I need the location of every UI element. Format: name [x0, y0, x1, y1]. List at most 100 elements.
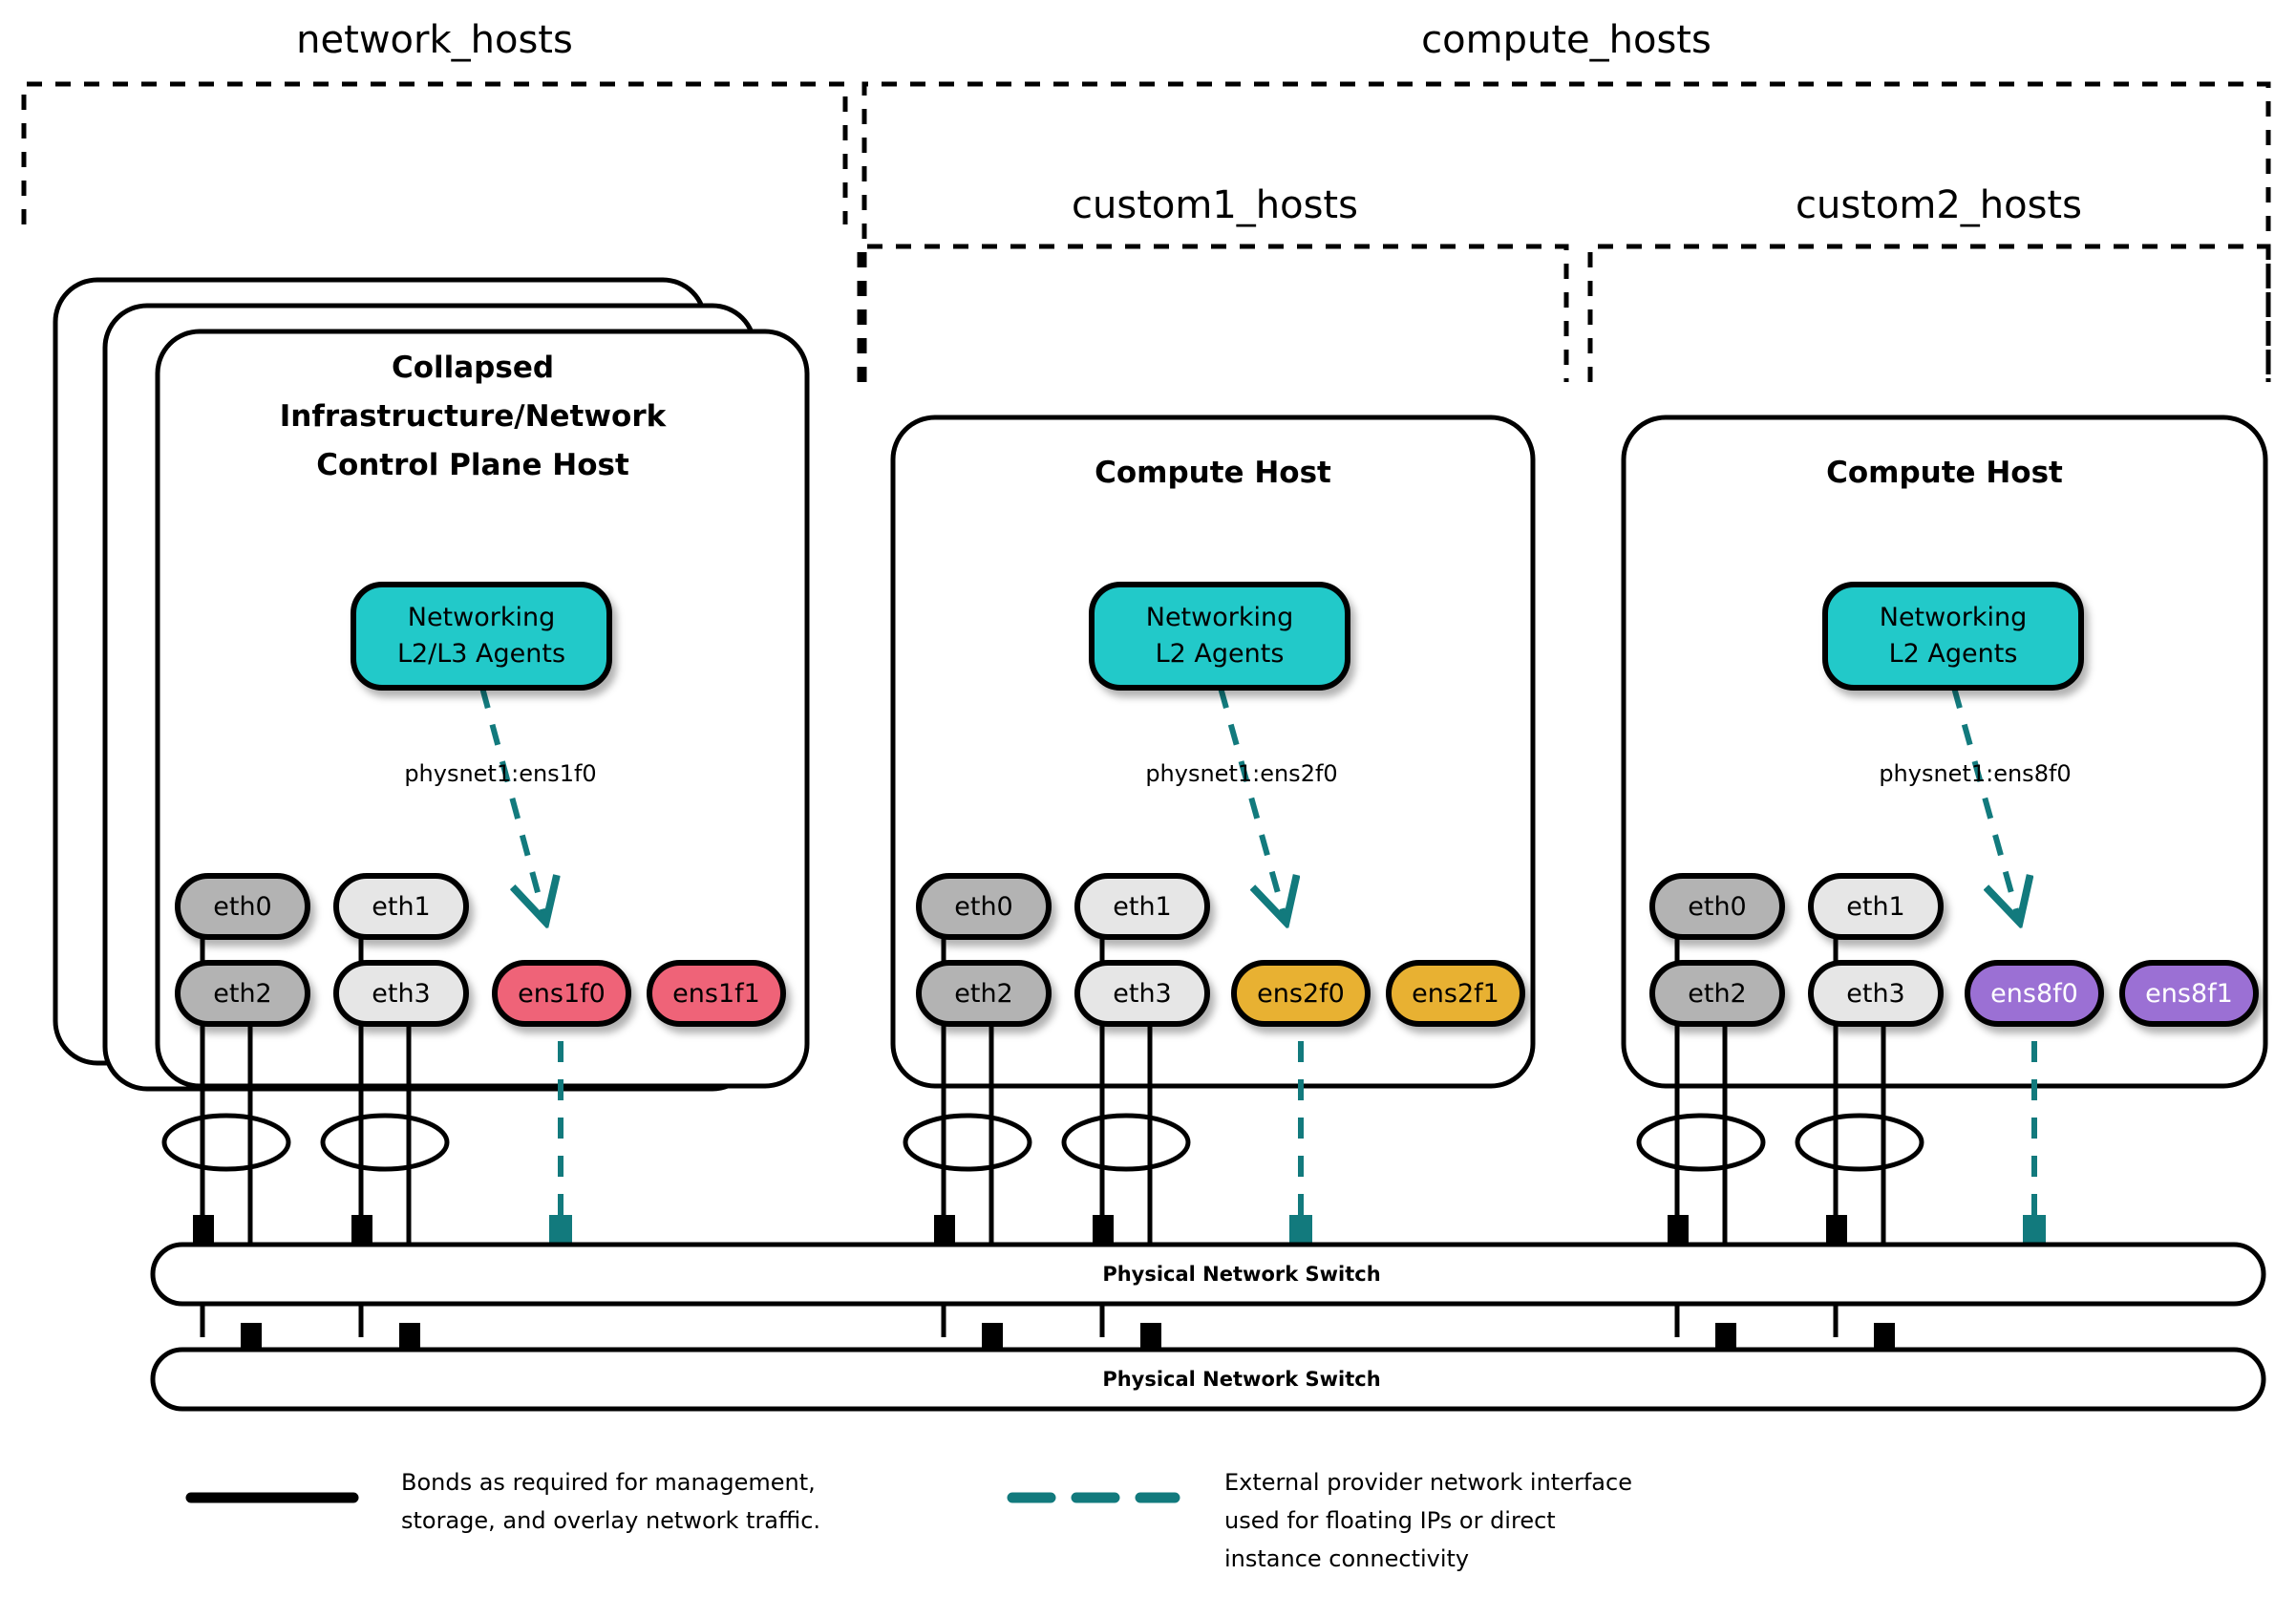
physical-network-switch-top[interactable]: Physical Network Switch — [150, 1242, 2266, 1307]
nic-label: ens8f1 — [2145, 979, 2233, 1009]
host-title-line-1: Compute Host — [1095, 456, 1331, 490]
host-card-front — [890, 415, 1536, 1089]
nic-eth2[interactable]: eth2 — [916, 960, 1052, 1027]
external-link-agent-to-nic — [1951, 687, 2018, 917]
host-control-plane-host: Collapsed Infrastructure/Network Control… — [53, 277, 810, 1355]
nic-eth1[interactable]: eth1 — [1074, 873, 1210, 940]
bond-ellipse-2 — [320, 1113, 450, 1172]
nic-eth0[interactable]: eth0 — [175, 873, 310, 940]
legend-external-line-1: External provider network interface — [1224, 1469, 1632, 1496]
nic-label: ens2f1 — [1412, 979, 1499, 1009]
nic-shape — [1074, 960, 1210, 1027]
nic-eth2[interactable]: eth2 — [175, 960, 310, 1027]
nic-label: eth0 — [1688, 892, 1747, 922]
nic-ens2f0[interactable]: ens2f0 — [1231, 960, 1371, 1027]
nic-shape — [1649, 960, 1785, 1027]
switch-label: Physical Network Switch — [1102, 1263, 1380, 1286]
host-title-line-3: Control Plane Host — [316, 448, 629, 482]
nic-ens8f0[interactable]: ens8f0 — [1965, 960, 2104, 1027]
group-custom2-hosts: custom2_hosts — [1587, 183, 2271, 382]
agent-node-shape — [1822, 582, 2084, 691]
bond-ellipse-2 — [1795, 1113, 1924, 1172]
group-outline-custom2-hosts — [1587, 244, 2271, 382]
legend-bond-line-1: Bonds as required for management, — [401, 1469, 816, 1496]
physnet-label: physnet1:ens2f0 — [1145, 760, 1337, 787]
switch-bar-shape — [150, 1347, 2266, 1412]
group-compute-hosts: compute_hosts — [861, 18, 2271, 382]
agent-node-shape — [1089, 582, 1350, 691]
bond-ellipse-1 — [1636, 1113, 1766, 1172]
group-label-custom1-hosts: custom1_hosts — [1072, 183, 1358, 227]
nic-eth3[interactable]: eth3 — [1808, 960, 1944, 1027]
bond-ellipse-2 — [1061, 1113, 1191, 1172]
nic-shape — [1808, 960, 1944, 1027]
host-title-line-2: Infrastructure/Network — [280, 399, 668, 434]
nic-ens2f1[interactable]: ens2f1 — [1386, 960, 1525, 1027]
nic-ens1f0[interactable]: ens1f0 — [492, 960, 631, 1027]
nic-label: eth3 — [372, 979, 431, 1009]
nic-shape — [175, 873, 310, 940]
nic-shape — [1965, 960, 2104, 1027]
nic-label: eth2 — [954, 979, 1013, 1009]
host-card-front — [155, 329, 810, 1089]
external-switch-connector — [549, 1215, 572, 1247]
group-outline-custom1-hosts — [857, 244, 1569, 382]
group-label-compute-hosts: compute_hosts — [1421, 18, 1711, 62]
nic-eth3[interactable]: eth3 — [333, 960, 469, 1027]
nic-label: ens2f0 — [1257, 979, 1345, 1009]
nic-label: eth1 — [1113, 892, 1172, 922]
host-compute-host-1: Compute Host Networking L2 Agents physne… — [890, 415, 1536, 1355]
legend-bond-line-2: storage, and overlay network traffic. — [401, 1507, 820, 1534]
agent-node-l2l3[interactable]: Networking L2/L3 Agents — [351, 582, 612, 691]
agent-label-line-1: Networking — [408, 603, 556, 632]
bond-ellipse-1 — [903, 1113, 1032, 1172]
nic-eth0[interactable]: eth0 — [916, 873, 1052, 940]
host-title-line-1: Compute Host — [1826, 456, 2063, 490]
nic-label: eth1 — [372, 892, 431, 922]
nic-label: eth2 — [213, 979, 272, 1009]
physnet-label: physnet1:ens8f0 — [1879, 760, 2071, 787]
agent-label-line-2: L2/L3 Agents — [397, 639, 565, 669]
nic-label: eth0 — [954, 892, 1013, 922]
nic-eth0[interactable]: eth0 — [1649, 873, 1785, 940]
switch-label: Physical Network Switch — [1102, 1368, 1380, 1391]
agent-node-l2[interactable]: Networking L2 Agents — [1822, 582, 2084, 691]
switch-connector-top-b — [351, 1215, 372, 1247]
group-outline-compute-hosts — [861, 81, 2271, 382]
nic-label: eth3 — [1113, 979, 1172, 1009]
group-outline-network-hosts — [21, 81, 848, 224]
nic-label: ens8f0 — [1990, 979, 2078, 1009]
bond-ellipse-1 — [161, 1113, 291, 1172]
nic-eth1[interactable]: eth1 — [1808, 873, 1944, 940]
legend-bond: Bonds as required for management, storag… — [185, 1469, 820, 1534]
nic-eth2[interactable]: eth2 — [1649, 960, 1785, 1027]
agent-label-line-1: Networking — [1880, 603, 2028, 632]
nic-shape — [647, 960, 786, 1027]
physical-network-switch-bottom[interactable]: Physical Network Switch — [150, 1347, 2266, 1412]
legend-external-line-2: used for floating IPs or direct — [1224, 1507, 1556, 1534]
nic-shape — [1231, 960, 1371, 1027]
nic-eth1[interactable]: eth1 — [333, 873, 469, 940]
nic-shape — [916, 873, 1052, 940]
nic-label: eth3 — [1846, 979, 1905, 1009]
agent-node-shape — [351, 582, 612, 691]
external-switch-connector — [2023, 1215, 2046, 1247]
agent-node-l2[interactable]: Networking L2 Agents — [1089, 582, 1350, 691]
nic-label: eth1 — [1846, 892, 1905, 922]
nic-shape — [333, 960, 469, 1027]
agent-label-line-2: L2 Agents — [1889, 639, 2018, 669]
nic-ens8f1[interactable]: ens8f1 — [2119, 960, 2259, 1027]
external-link-agent-to-nic — [1218, 687, 1285, 917]
switch-connector-top-b — [1826, 1215, 1847, 1247]
agent-label-line-2: L2 Agents — [1156, 639, 1285, 669]
nic-label: ens1f1 — [672, 979, 760, 1009]
nic-shape — [175, 960, 310, 1027]
nic-shape — [1074, 873, 1210, 940]
nic-eth3[interactable]: eth3 — [1074, 960, 1210, 1027]
host-compute-host-2: Compute Host Networking L2 Agents physne… — [1621, 415, 2268, 1355]
nic-shape — [1386, 960, 1525, 1027]
nic-label: eth0 — [213, 892, 272, 922]
nic-ens1f1[interactable]: ens1f1 — [647, 960, 786, 1027]
